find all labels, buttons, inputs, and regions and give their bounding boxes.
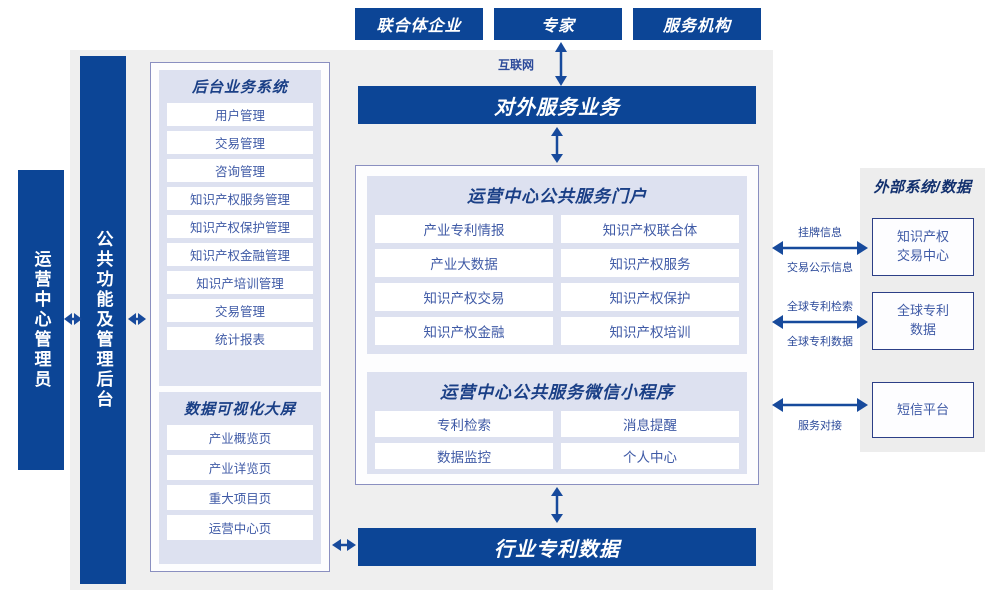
external-box-label: 短信平台 (896, 401, 949, 417)
backend-to-modules-arrow (128, 308, 146, 330)
list-item[interactable]: 知识产权联合体 (561, 215, 739, 243)
list-item-label: 数据监控 (437, 450, 491, 465)
list-item-label: 产业概览页 (208, 432, 272, 446)
list-item-label: 知识产权交易 (423, 291, 505, 306)
list-item[interactable]: 知识产权交易 (375, 283, 553, 311)
list-item[interactable]: 咨询管理 (167, 159, 313, 182)
list-item[interactable]: 知识产权金融 (375, 317, 553, 345)
list-item-label: 消息提醒 (623, 418, 677, 433)
wechat-miniprogram-group: 运营中心公共服务微信小程序 专利检索 消息提醒 数据监控 个人中心 (367, 372, 747, 474)
left-bar-label: 公共功能及管理后台 (93, 230, 113, 410)
list-item-label: 产业专利情报 (423, 223, 505, 238)
external-box-global-patent-data[interactable]: 全球专利数据 (872, 292, 974, 350)
global-patent-label-bottom: 全球专利数据 (787, 336, 853, 348)
public-service-portal-items: 产业专利情报 知识产权联合体 产业大数据 知识产权服务 知识产权交易 知识产权保… (375, 215, 739, 345)
public-service-portal-title: 运营中心公共服务门户 (467, 187, 647, 206)
left-bar-operation-center-admin: 运营中心管理员 (18, 170, 64, 470)
top-actor-union-enterprise: 联合体企业 (355, 8, 483, 40)
list-item[interactable]: 产业详览页 (167, 455, 313, 480)
internet-label: 互联网 (497, 58, 534, 72)
sms-connection-arrow (772, 394, 868, 416)
external-service-bar: 对外服务业务 (358, 86, 756, 124)
external-box-sms-platform[interactable]: 短信平台 (872, 382, 974, 438)
data-visualization-items: 产业概览页 产业详览页 重大项目页 运营中心页 (167, 425, 313, 540)
left-bar-common-function-backend: 公共功能及管理后台 (80, 56, 126, 584)
data-visualization-title: 数据可视化大屏 (183, 401, 296, 418)
list-item-label: 知识产培训管理 (196, 277, 284, 291)
service-to-portal-arrow (546, 127, 568, 163)
external-box-label: 知识产权交易中心 (896, 229, 949, 263)
list-item-label: 产业大数据 (430, 257, 498, 272)
ip-trading-label-bottom: 交易公示信息 (787, 262, 853, 274)
ip-trading-connection-arrow (772, 237, 868, 259)
sms-label-bottom: 服务对接 (798, 420, 842, 432)
list-item-label: 统计报表 (214, 333, 265, 347)
list-item-label: 知识产权联合体 (602, 223, 698, 238)
industry-patent-data-label: 行业专利数据 (494, 538, 620, 561)
top-actor-label: 联合体企业 (376, 18, 462, 35)
backend-business-system-group: 后台业务系统 用户管理 交易管理 咨询管理 知识产权服务管理 知识产权保护管理 … (159, 70, 321, 386)
external-service-bar-label: 对外服务业务 (494, 96, 620, 119)
list-item[interactable]: 知识产权保护管理 (167, 215, 313, 238)
backend-business-system-items: 用户管理 交易管理 咨询管理 知识产权服务管理 知识产权保护管理 知识产权金融管… (167, 103, 313, 350)
list-item-label: 知识产权服务管理 (189, 193, 290, 207)
list-item[interactable]: 专利检索 (375, 411, 553, 437)
list-item-label: 知识产权培训 (609, 325, 691, 340)
list-item[interactable]: 统计报表 (167, 327, 313, 350)
list-item[interactable]: 交易管理 (167, 299, 313, 322)
list-item-label: 交易管理 (214, 305, 265, 319)
modules-to-industry-data-arrow (332, 534, 356, 556)
list-item-label: 个人中心 (623, 450, 677, 465)
list-item-label: 产业详览页 (208, 462, 272, 476)
list-item-label: 知识产权保护管理 (189, 221, 290, 235)
wechat-miniprogram-title: 运营中心公共服务微信小程序 (440, 383, 674, 402)
data-visualization-group: 数据可视化大屏 产业概览页 产业详览页 重大项目页 运营中心页 (159, 392, 321, 564)
list-item[interactable]: 数据监控 (375, 443, 553, 469)
backend-business-system-title: 后台业务系统 (191, 79, 288, 96)
admin-to-backend-arrow (64, 308, 82, 330)
list-item[interactable]: 知识产权金融管理 (167, 243, 313, 266)
industry-patent-data-bar: 行业专利数据 (358, 528, 756, 566)
list-item-label: 知识产权服务 (609, 257, 691, 272)
global-patent-label-top: 全球专利检索 (787, 301, 853, 313)
external-box-ip-trading-center[interactable]: 知识产权交易中心 (872, 218, 974, 276)
list-item[interactable]: 知识产权服务 (561, 249, 739, 277)
list-item-label: 专利检索 (437, 418, 491, 433)
list-item-label: 交易管理 (214, 137, 265, 151)
top-actor-service-agency: 服务机构 (633, 8, 761, 40)
list-item[interactable]: 知识产培训管理 (167, 271, 313, 294)
list-item-label: 用户管理 (214, 109, 265, 123)
top-actor-label: 专家 (540, 18, 575, 35)
top-actor-label: 服务机构 (662, 18, 731, 35)
list-item-label: 知识产权保护 (609, 291, 691, 306)
list-item[interactable]: 产业大数据 (375, 249, 553, 277)
list-item-label: 重大项目页 (208, 492, 272, 506)
list-item-label: 知识产权金融 (423, 325, 505, 340)
left-bar-label: 运营中心管理员 (31, 250, 51, 390)
global-patent-connection-arrow (772, 311, 868, 333)
list-item[interactable]: 个人中心 (561, 443, 739, 469)
top-actor-expert: 专家 (494, 8, 622, 40)
list-item[interactable]: 用户管理 (167, 103, 313, 126)
list-item[interactable]: 交易管理 (167, 131, 313, 154)
internet-arrow (550, 42, 572, 86)
public-service-portal-group: 运营中心公共服务门户 产业专利情报 知识产权联合体 产业大数据 知识产权服务 知… (367, 176, 747, 354)
list-item[interactable]: 消息提醒 (561, 411, 739, 437)
list-item[interactable]: 产业专利情报 (375, 215, 553, 243)
list-item[interactable]: 产业概览页 (167, 425, 313, 450)
ip-trading-label-top: 挂牌信息 (798, 227, 842, 239)
wechat-miniprogram-items: 专利检索 消息提醒 数据监控 个人中心 (375, 411, 739, 469)
list-item-label: 咨询管理 (214, 165, 265, 179)
list-item[interactable]: 知识产权保护 (561, 283, 739, 311)
portal-to-industry-data-arrow (546, 487, 568, 523)
external-box-label: 全球专利数据 (896, 303, 949, 337)
list-item-label: 运营中心页 (208, 522, 272, 536)
list-item-label: 知识产权金融管理 (189, 249, 290, 263)
list-item[interactable]: 知识产权培训 (561, 317, 739, 345)
external-systems-title: 外部系统/数据 (873, 179, 972, 196)
list-item[interactable]: 重大项目页 (167, 485, 313, 510)
list-item[interactable]: 运营中心页 (167, 515, 313, 540)
list-item[interactable]: 知识产权服务管理 (167, 187, 313, 210)
